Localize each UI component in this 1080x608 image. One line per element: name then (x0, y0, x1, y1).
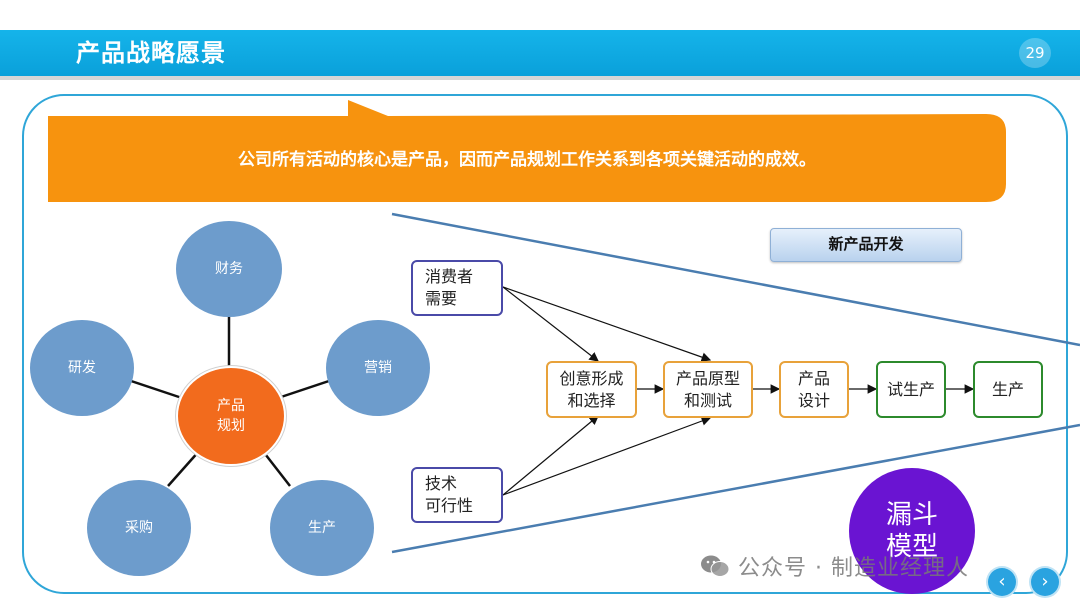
stage-product-design: 产品 设计 (779, 361, 849, 418)
wechat-icon (701, 555, 730, 577)
hub-node-finance: 财务 (176, 221, 282, 317)
hub-center-product-planning: 产品 规划 (176, 366, 286, 466)
banner-text: 公司所有活动的核心是产品，因而产品规划工作关系到各项关键活动的成效。 (238, 150, 816, 170)
hub-node-purchasing: 采购 (87, 480, 191, 576)
watermark: 公众号 · 制造业经理人 (700, 548, 969, 584)
stage-trial-production: 试生产 (876, 361, 946, 418)
banner-shape (48, 100, 1006, 202)
page-title: 产品战略愿景 (76, 39, 226, 67)
flow-arrows (502, 286, 975, 496)
content-frame (22, 94, 1068, 594)
hub-node-rnd: 研发 (30, 320, 134, 416)
funnel-outline (391, 212, 1080, 554)
next-slide-button[interactable]: › (1031, 568, 1059, 596)
chevron-left-icon: ‹ (998, 571, 1006, 592)
page-number: 29 (1019, 38, 1051, 68)
hub-node-production: 生产 (270, 480, 374, 576)
prev-slide-button[interactable]: ‹ (988, 568, 1016, 596)
chevron-right-icon: › (1041, 571, 1049, 592)
input-consumer-needs: 消费者 需要 (411, 260, 503, 316)
input-technical-feasibility: 技术 可行性 (411, 467, 503, 523)
hub-spokes (127, 316, 333, 487)
stage-idea-generation: 创意形成 和选择 (546, 361, 637, 418)
hub-node-marketing: 营销 (326, 320, 430, 416)
watermark-text: 公众号 · 制造业经理人 (738, 556, 969, 581)
stage-production: 生产 (973, 361, 1043, 418)
funnel-model-badge: 漏斗 模型 (849, 468, 975, 594)
stage-prototype-testing: 产品原型 和测试 (663, 361, 753, 418)
header-bar (0, 30, 1080, 76)
new-product-development-button[interactable]: 新产品开发 (770, 228, 962, 262)
header-divider (0, 76, 1080, 80)
